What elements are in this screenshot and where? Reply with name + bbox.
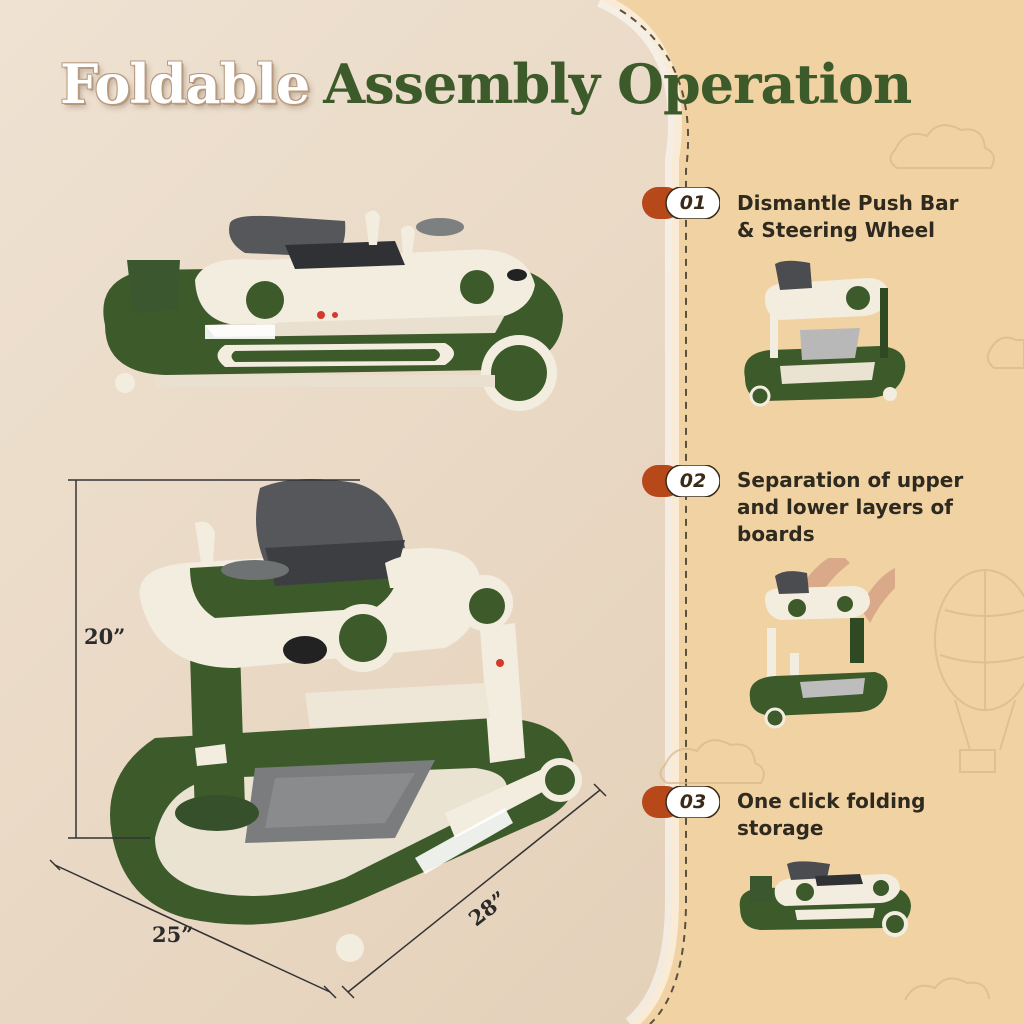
- step-number: 01: [679, 192, 707, 214]
- step-line: boards: [737, 522, 815, 546]
- folded-walker-photo: [103, 210, 563, 411]
- step-badge-shape: [642, 187, 720, 219]
- step-badge: 03: [642, 786, 720, 818]
- step-line: & Steering Wheel: [737, 218, 936, 242]
- step-line: Dismantle Push Bar: [737, 191, 959, 215]
- step-description: Separation of upper and lower layers of …: [737, 467, 1007, 548]
- step-line: One click folding: [737, 789, 926, 813]
- step-number: 02: [679, 470, 707, 492]
- step-line: Separation of upper: [737, 468, 964, 492]
- step-number: 03: [679, 791, 707, 813]
- height-dimension-label: 20”: [84, 624, 126, 649]
- step-badge: 02: [642, 465, 720, 497]
- assembled-walker-photo: [110, 479, 582, 962]
- step-badge-shape: [642, 786, 720, 818]
- step-badge-shape: [642, 465, 720, 497]
- step-description: Dismantle Push Bar & Steering Wheel: [737, 190, 1007, 244]
- step-line: and lower layers of: [737, 495, 953, 519]
- title-word-assembly-operation: Assembly Operation: [323, 52, 912, 116]
- step-badge: 01: [642, 187, 720, 219]
- step-description: One click folding storage: [737, 788, 1007, 842]
- step1-walker-photo: [744, 260, 906, 407]
- title-word-foldable: Foldable: [60, 52, 310, 116]
- step-line: storage: [737, 816, 824, 840]
- dimension-lines: [49, 479, 607, 999]
- step3-folded-photo: [739, 861, 911, 937]
- step2-hands-separating-photo: [749, 558, 895, 729]
- width-dimension-label: 25”: [152, 922, 194, 947]
